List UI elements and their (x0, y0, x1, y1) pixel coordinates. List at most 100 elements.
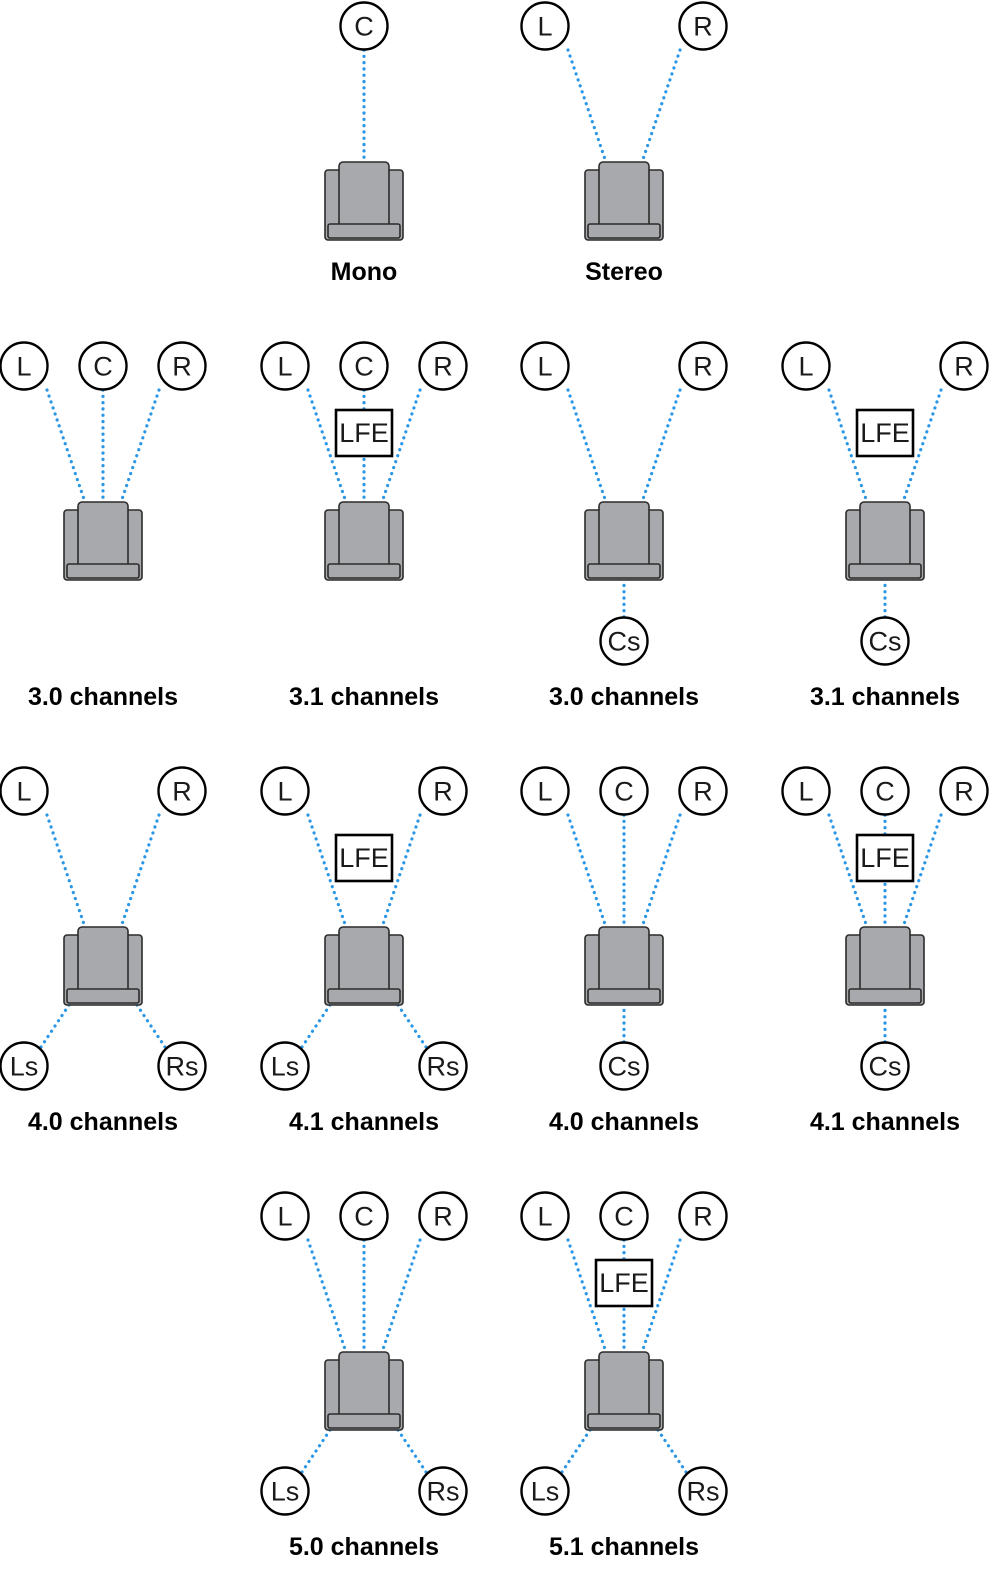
speaker-rs: Rs (418, 1466, 468, 1516)
speaker-l: L (520, 341, 570, 391)
speaker-label: Ls (271, 1052, 300, 1082)
layout-caption: Stereo (585, 258, 663, 286)
layout-caption: 3.0 channels (28, 683, 178, 711)
speaker-circle (0, 341, 49, 391)
speaker-l: L (781, 341, 831, 391)
speaker-circle (260, 1191, 310, 1241)
link-R (638, 48, 682, 170)
speaker-circle (520, 341, 570, 391)
speaker-label: L (277, 352, 292, 382)
speaker-r: R (678, 1, 728, 51)
speaker-l: L (260, 1191, 310, 1241)
speaker-c: C (339, 1191, 389, 1241)
speaker-label: C (614, 777, 634, 807)
speaker-label: L (798, 352, 813, 382)
link-Ls (300, 1003, 332, 1049)
speaker-ls: Ls (0, 1041, 49, 1091)
speaker-label: C (93, 352, 113, 382)
speaker-circle (78, 341, 128, 391)
speaker-r: R (157, 766, 207, 816)
speaker-c: C (339, 1, 389, 51)
speaker-r: R (678, 341, 728, 391)
speaker-circle (418, 766, 468, 816)
listener-chair (845, 926, 925, 1006)
speaker-circle (339, 1, 389, 51)
speaker-label: Ls (531, 1477, 560, 1507)
speaker-circle (418, 1041, 468, 1091)
speaker-circle (860, 616, 910, 666)
speaker-r: R (418, 766, 468, 816)
speaker-circle (260, 766, 310, 816)
layout-caption: 5.0 channels (289, 1533, 439, 1561)
speaker-label: LFE (860, 418, 910, 448)
speaker-circle (781, 766, 831, 816)
speaker-rs: Rs (418, 1041, 468, 1091)
link-Rs (396, 1003, 428, 1049)
link-R (638, 1238, 682, 1360)
speaker-c: C (339, 341, 389, 391)
speaker-l: L (520, 1191, 570, 1241)
listener-chair (584, 1351, 664, 1431)
speaker-circle (520, 1, 570, 51)
speaker-label: Cs (608, 1052, 641, 1082)
speaker-label: L (16, 352, 31, 382)
layout-caption: 3.1 channels (810, 683, 960, 711)
speaker-ls: Ls (520, 1466, 570, 1516)
lfe-box (334, 408, 394, 458)
speaker-circle (599, 1191, 649, 1241)
listener-chair (324, 926, 404, 1006)
link-Rs (135, 1003, 167, 1049)
speaker-label: Cs (608, 627, 641, 657)
link-Rs (656, 1428, 688, 1474)
speaker-circle (860, 1041, 910, 1091)
speaker-label: L (16, 777, 31, 807)
speaker-circle (678, 1, 728, 51)
speaker-r: R (418, 341, 468, 391)
link-Ls (560, 1428, 592, 1474)
speaker-rs: Rs (678, 1466, 728, 1516)
link-L (306, 813, 350, 935)
speaker-label: Cs (869, 627, 902, 657)
speaker-circle (0, 1041, 49, 1091)
link-L (566, 813, 610, 935)
speaker-label: Rs (427, 1477, 460, 1507)
speaker-label: Rs (166, 1052, 199, 1082)
link-Ls (39, 1003, 71, 1049)
speaker-circle (260, 341, 310, 391)
speaker-ls: Ls (260, 1466, 310, 1516)
speaker-label: LFE (339, 843, 389, 873)
speaker-circle (418, 1466, 468, 1516)
link-L (827, 813, 871, 935)
speaker-label: R (693, 777, 713, 807)
speaker-circle (418, 341, 468, 391)
speaker-label: L (277, 777, 292, 807)
layout-caption: 4.0 channels (28, 1108, 178, 1136)
speaker-r: R (678, 1191, 728, 1241)
speaker-lfe: LFE (334, 408, 394, 458)
speaker-label: C (614, 1202, 634, 1232)
link-L (45, 813, 89, 935)
speaker-label: R (693, 12, 713, 42)
speaker-cs: Cs (860, 1041, 910, 1091)
speaker-circle (678, 1191, 728, 1241)
speaker-label: Ls (271, 1477, 300, 1507)
listener-chair (63, 926, 143, 1006)
speaker-ls: Ls (260, 1041, 310, 1091)
speaker-label: LFE (339, 418, 389, 448)
speaker-label: R (433, 777, 453, 807)
speaker-circle (260, 1041, 310, 1091)
speaker-label: C (875, 777, 895, 807)
link-R (899, 813, 943, 935)
speaker-circle (860, 766, 910, 816)
link-L (45, 388, 89, 510)
link-R (638, 388, 682, 510)
speaker-label: LFE (599, 1268, 649, 1298)
